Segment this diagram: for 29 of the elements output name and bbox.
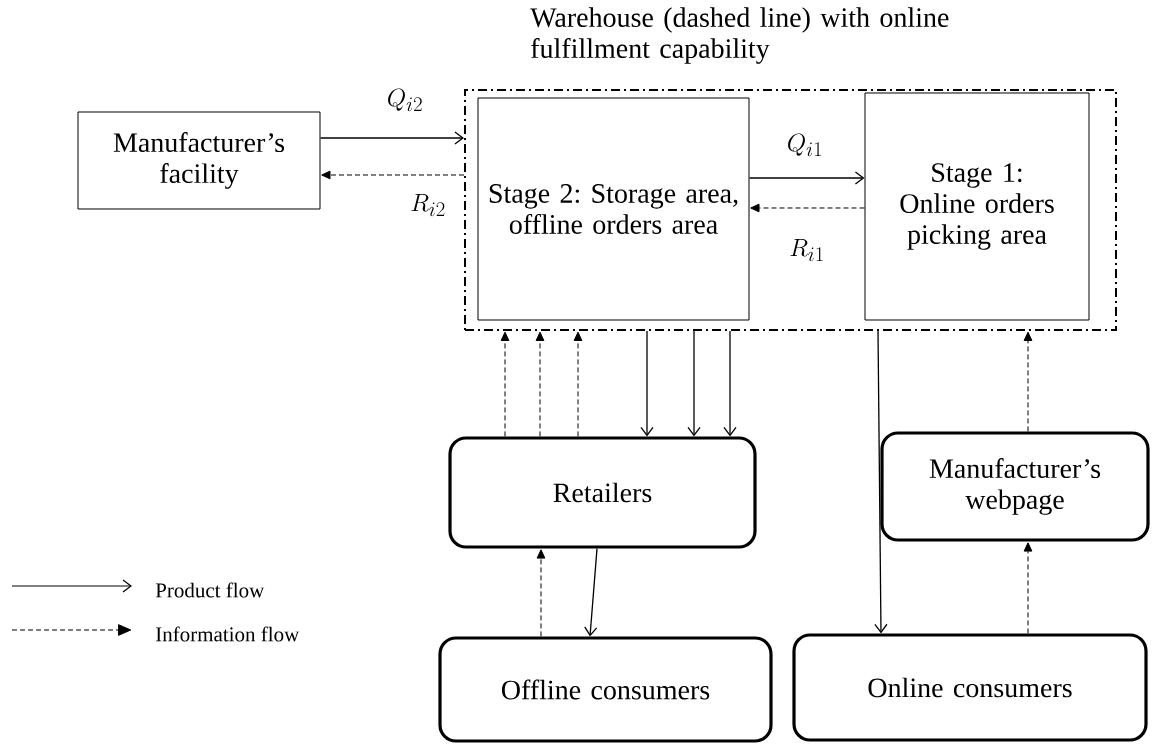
arrow (1023, 331, 1033, 432)
process-box: Stage 2: Storage area, offline orders area (477, 97, 750, 321)
arrow (536, 549, 546, 637)
rounded-box: Manufacturer’s webpage (880, 431, 1150, 542)
arrow (723, 330, 737, 437)
arrow (687, 330, 701, 437)
process-box: Stage 1: Online orders picking area (864, 92, 1090, 321)
arrow (319, 131, 464, 145)
edge-label: $R_{i2}$ (409, 193, 447, 217)
arrow (500, 331, 510, 437)
arrow (573, 331, 583, 437)
arrow (874, 330, 888, 634)
rounded-box: Offline consumers (438, 636, 773, 743)
edge-label: $R_{i1}$ (788, 238, 826, 262)
heading: Warehouse (dashed line) with online fulfillment capability (530, 7, 949, 64)
rounded-box: Online consumers (792, 633, 1148, 742)
arrow (750, 203, 865, 213)
process-box: Manufacturer’s facility (77, 111, 321, 210)
legend-text: Product flow (155, 582, 265, 598)
arrow (1023, 542, 1033, 634)
arrow (584, 547, 598, 637)
arrow (321, 170, 465, 180)
arrow (535, 331, 545, 437)
arrow (640, 330, 654, 437)
edge-label: $Q_{i2}$ (385, 88, 425, 112)
rounded-box: Retailers (448, 436, 757, 549)
arrow (748, 171, 865, 185)
legend-text: Information flow (155, 626, 300, 642)
edge-label: $Q_{i1}$ (785, 133, 825, 157)
